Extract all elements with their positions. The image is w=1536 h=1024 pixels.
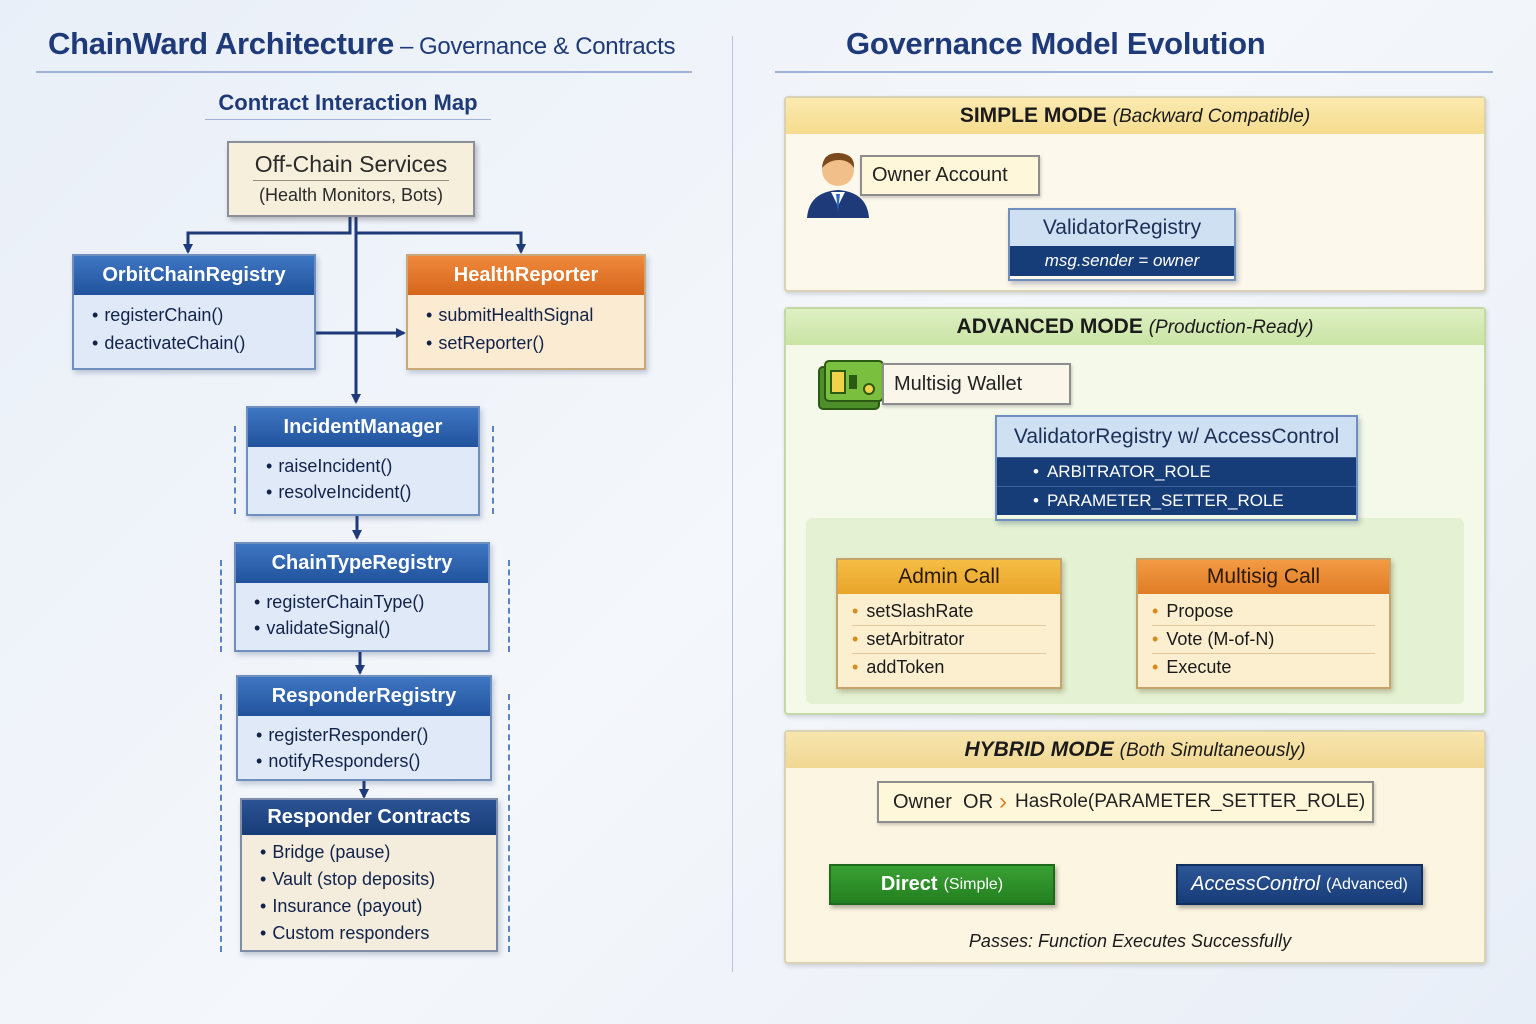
incident-manager-box: IncidentManager raiseIncident() resolveI… <box>246 406 480 516</box>
admin-call-item: addToken <box>852 654 1046 681</box>
advanced-mode-header: ADVANCED MODE (Production-Ready) <box>786 309 1484 345</box>
section-title-interaction-map: Contract Interaction Map <box>218 90 478 115</box>
responder-contract-item: Insurance (payout) <box>260 893 496 920</box>
responder-contract-item: Custom responders <box>260 920 496 947</box>
advanced-mode-label: ADVANCED MODE <box>956 315 1143 338</box>
hybrid-condition-box: Owner OR › HasRole(PARAMETER_SETTER_ROLE… <box>877 781 1374 823</box>
left-title-rule <box>36 71 692 73</box>
section-title-rule <box>205 119 491 120</box>
hybrid-result-text: Passes: Function Executes Successfully <box>968 931 1292 951</box>
responder-registry-box: ResponderRegistry registerResponder() no… <box>236 675 492 781</box>
simple-validator-registry-title: ValidatorRegistry <box>1010 210 1234 246</box>
simple-mode-label: SIMPLE MODE <box>959 104 1107 127</box>
admin-call-box: Admin Call setSlashRate setArbitrator ad… <box>836 558 1062 689</box>
direct-simple-button: Direct (Simple) <box>829 864 1055 905</box>
health-method: setReporter() <box>426 329 644 357</box>
responder-registry-title: ResponderRegistry <box>238 677 490 716</box>
multisig-call-box: Multisig Call Propose Vote (M-of-N) Exec… <box>1136 558 1391 689</box>
owner-account-box: Owner Account <box>860 155 1040 196</box>
hybrid-condition-role: HasRole(PARAMETER_SETTER_ROLE) <box>1015 791 1366 812</box>
responder-contract-item: Bridge (pause) <box>260 839 496 866</box>
admin-call-title: Admin Call <box>838 560 1060 594</box>
chain-type-registry-title: ChainTypeRegistry <box>236 544 488 583</box>
role-arbitrator: ARBITRATOR_ROLE <box>997 457 1356 486</box>
simple-mode-header: SIMPLE MODE (Backward Compatible) <box>786 98 1484 134</box>
responder-contract-item: Vault (stop deposits) <box>260 866 496 893</box>
health-reporter-title: HealthReporter <box>408 256 644 295</box>
offchain-subtitle: (Health Monitors, Bots) <box>258 185 444 205</box>
multisig-wallet-box: Multisig Wallet <box>882 363 1071 405</box>
role-parameter-setter: PARAMETER_SETTER_ROLE <box>997 486 1356 515</box>
page-title: ChainWard Architecture–Governance & Cont… <box>48 26 676 62</box>
simple-owner-check: msg.sender = owner <box>1010 246 1234 276</box>
hybrid-mode-panel: HYBRID MODE (Both Simultaneously) <box>784 730 1486 964</box>
chaintype-method: validateSignal() <box>254 615 488 641</box>
direct-label: Direct <box>880 873 938 895</box>
simple-mode-qualifier: (Backward Compatible) <box>1112 106 1311 127</box>
incident-manager-frame <box>234 426 494 514</box>
responder-frame <box>220 694 510 952</box>
responder-method: notifyResponders() <box>256 748 490 774</box>
admin-call-item: setSlashRate <box>852 598 1046 626</box>
right-title-rule <box>775 71 1493 73</box>
access-control-advanced-button: AccessControl (Advanced) <box>1176 864 1423 905</box>
offchain-services-box: Off-Chain Services (Health Monitors, Bot… <box>227 141 475 217</box>
advanced-validator-registry-title: ValidatorRegistry w/ AccessControl <box>997 417 1356 457</box>
orbit-method: deactivateChain() <box>92 329 314 357</box>
orbit-chain-registry-box: OrbitChainRegistry registerChain() deact… <box>72 254 316 370</box>
multisig-call-item: Propose <box>1152 598 1375 626</box>
access-label: AccessControl <box>1191 873 1321 895</box>
title-dash: – <box>399 33 413 60</box>
chaintype-method: registerChainType() <box>254 589 488 615</box>
right-title: Governance Model Evolution <box>846 26 1266 61</box>
advanced-validator-registry-box: ValidatorRegistry w/ AccessControl ARBIT… <box>995 415 1358 521</box>
access-note: (Advanced) <box>1326 875 1408 893</box>
multisig-call-item: Execute <box>1152 654 1375 681</box>
responder-method: registerResponder() <box>256 722 490 748</box>
simple-validator-registry-box: ValidatorRegistry msg.sender = owner <box>1008 208 1236 281</box>
incident-method: resolveIncident() <box>266 479 478 505</box>
main-subtitle: Governance & Contracts <box>419 33 676 60</box>
chain-type-registry-box: ChainTypeRegistry registerChainType() va… <box>234 542 490 652</box>
main-title-text: ChainWard Architecture <box>48 26 394 61</box>
direct-note: (Simple) <box>943 875 1004 893</box>
hybrid-mode-header: HYBRID MODE (Both Simultaneously) <box>786 732 1484 768</box>
multisig-call-title: Multisig Call <box>1138 560 1389 594</box>
orbit-chain-registry-title: OrbitChainRegistry <box>74 256 314 295</box>
offchain-title: Off-Chain Services <box>253 143 449 181</box>
hybrid-mode-qualifier: (Both Simultaneously) <box>1119 740 1306 761</box>
hybrid-condition-owner: Owner OR <box>893 790 994 813</box>
health-reporter-box: HealthReporter submitHealthSignal setRep… <box>406 254 646 370</box>
hybrid-mode-label: HYBRID MODE <box>964 738 1114 761</box>
incident-manager-title: IncidentManager <box>248 408 478 447</box>
chevron-right-icon: › <box>999 788 1008 815</box>
column-divider <box>732 36 733 972</box>
multisig-wallet-icon <box>818 360 884 410</box>
orbit-method: registerChain() <box>92 301 314 329</box>
health-method: submitHealthSignal <box>426 301 644 329</box>
responder-contracts-box: Responder Contracts Bridge (pause) Vault… <box>240 798 498 952</box>
advanced-mode-qualifier: (Production-Ready) <box>1148 317 1314 338</box>
incident-method: raiseIncident() <box>266 453 478 479</box>
chain-type-registry-frame <box>220 560 510 652</box>
admin-call-item: setArbitrator <box>852 626 1046 654</box>
owner-person-icon <box>807 152 869 218</box>
multisig-call-item: Vote (M-of-N) <box>1152 626 1375 654</box>
responder-contracts-title: Responder Contracts <box>242 800 496 835</box>
